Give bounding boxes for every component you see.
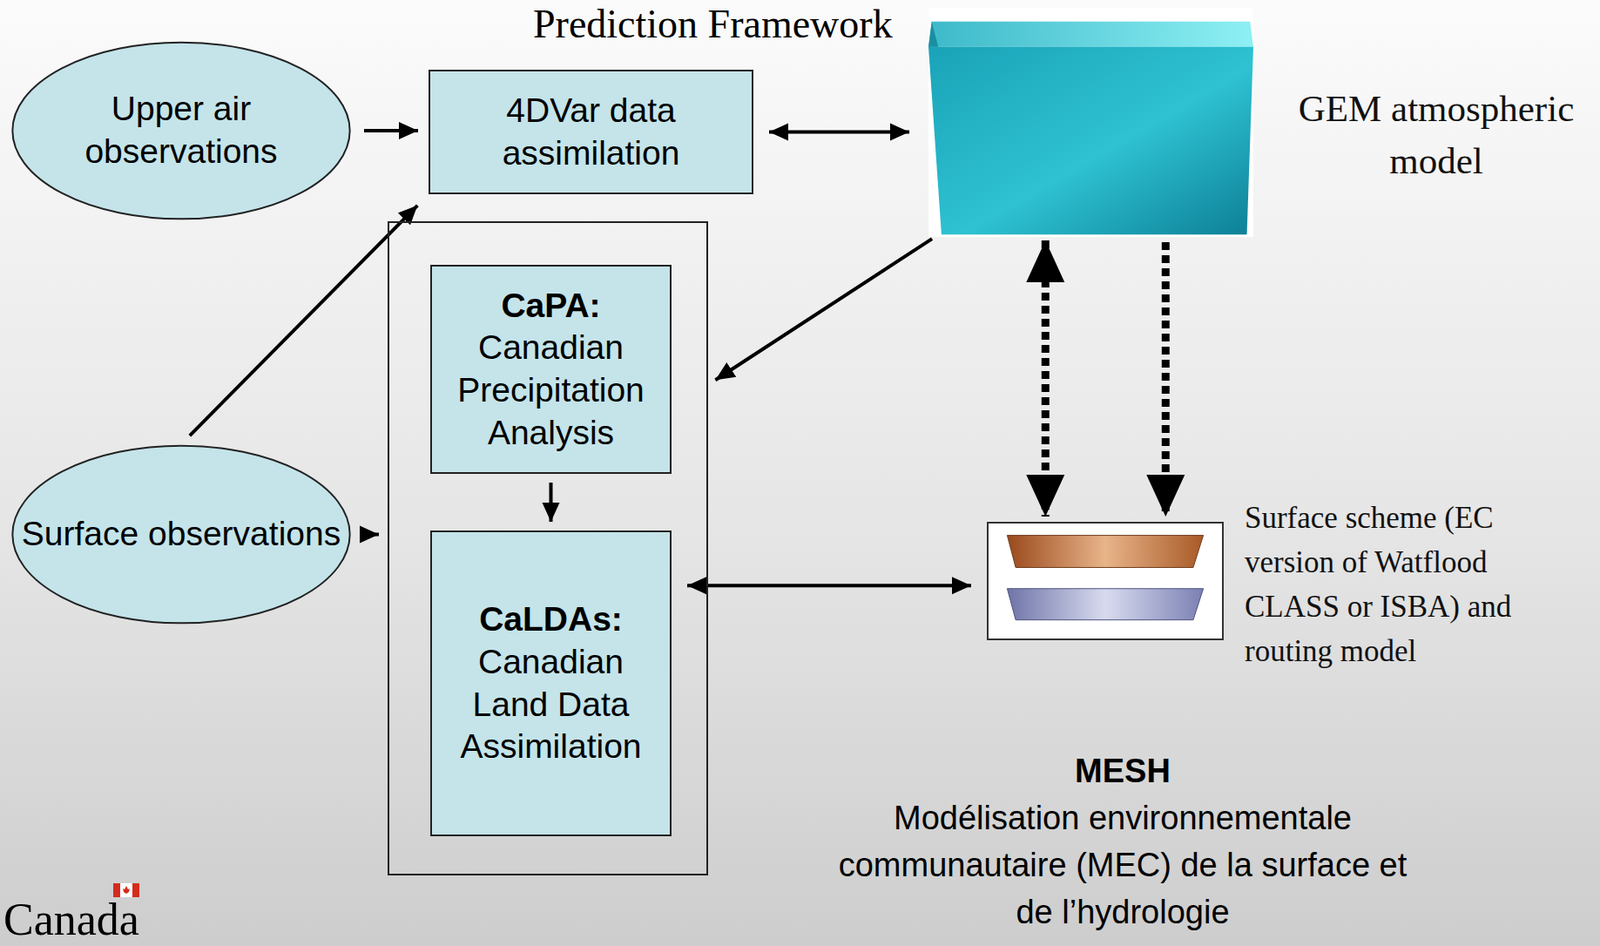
- arrow-connector: [687, 583, 972, 588]
- process-box: CaPA:Canadian Precipitation Analysis: [430, 264, 672, 474]
- node-caption: Surface scheme (EC version of Watflood C…: [1244, 495, 1546, 674]
- group-box: CaPA:Canadian Precipitation AnalysisCaLD…: [387, 221, 709, 876]
- arrow-connector: [769, 130, 910, 135]
- soil-layers-icon: [988, 523, 1222, 639]
- arrow-connector: [715, 238, 932, 380]
- surface-scheme-box: Surface scheme (EC version of Watflood C…: [986, 521, 1224, 641]
- arrow-connector: [549, 482, 554, 522]
- node-caption: GEM atmospheric model: [1262, 82, 1600, 188]
- diagram-title: Prediction Framework: [533, 1, 893, 48]
- source-ellipse: Upper air observations: [10, 40, 352, 221]
- source-ellipse: Surface observations: [10, 444, 352, 625]
- node-text: Surface observations: [11, 513, 352, 556]
- dotted-arrow: [1161, 242, 1170, 517]
- system-name: MESH: [826, 747, 1419, 795]
- wordmark: Canada: [3, 897, 140, 943]
- node-heading: CaLDAs:: [468, 598, 634, 642]
- dotted-arrow: [1041, 240, 1050, 517]
- arrow-connector: [364, 128, 419, 133]
- cube-illustration: [928, 7, 1254, 237]
- arrow-connector: [189, 205, 418, 436]
- model-cube: GEM atmospheric model: [928, 7, 1254, 237]
- process-box: CaLDAs:Canadian Land Data Assimilation: [430, 530, 672, 837]
- node-text: Canadian Precipitation Analysis: [432, 326, 670, 454]
- system-description: Modélisation environnementale communauta…: [826, 794, 1419, 936]
- process-box: 4DVar data assimilation: [428, 69, 754, 195]
- node-text: 4DVar data assimilation: [430, 89, 752, 176]
- node-text: Upper air observations: [10, 87, 352, 174]
- node-text: Canadian Land Data Assimilation: [432, 641, 670, 769]
- ellipse-outline: [10, 40, 352, 221]
- flag-symbol: [113, 883, 140, 898]
- node-heading: CaPA:: [490, 284, 611, 328]
- arrow-connector: [364, 533, 379, 537]
